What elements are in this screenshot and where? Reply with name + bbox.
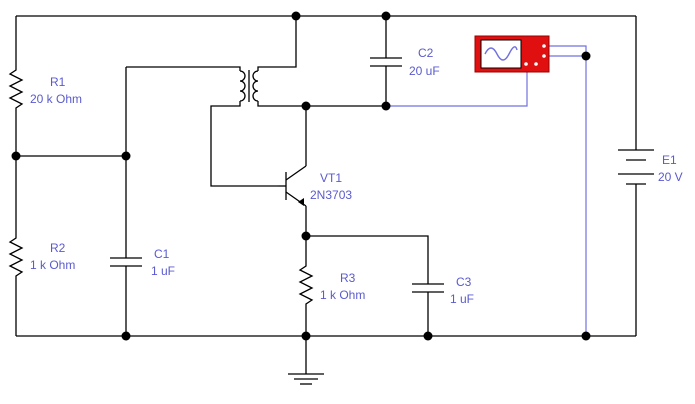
oscilloscope-screen — [480, 39, 522, 69]
oscilloscope-terminal-trigger[interactable] — [542, 54, 546, 58]
wire-secondary-top — [257, 16, 297, 71]
resistor-r2[interactable] — [8, 234, 24, 282]
label-c3-name: C3 — [456, 275, 472, 289]
label-r1-value: 20 k Ohm — [30, 92, 82, 106]
node — [381, 11, 391, 21]
label-r3-name: R3 — [340, 271, 356, 285]
node — [301, 331, 311, 341]
capacitor-c2[interactable] — [370, 57, 402, 67]
transistor-vt1[interactable] — [278, 165, 307, 207]
label-e1-value: 20 V — [658, 170, 683, 184]
node — [121, 331, 131, 341]
label-c3-value: 1 uF — [450, 292, 474, 306]
label-c1-name: C1 — [154, 247, 170, 261]
label-c1-value: 1 uF — [151, 264, 175, 278]
oscilloscope-terminal-b[interactable] — [534, 62, 538, 66]
resistor-r3[interactable] — [298, 262, 314, 310]
node — [291, 11, 301, 21]
node — [423, 331, 433, 341]
label-r2-name: R2 — [50, 241, 66, 255]
label-r3-value: 1 k Ohm — [320, 288, 365, 302]
resistor-r1[interactable] — [8, 66, 24, 112]
capacitor-c3[interactable] — [412, 283, 444, 293]
transistor-collector-lead — [285, 165, 307, 181]
node — [581, 331, 591, 341]
primary-winding — [239, 70, 246, 102]
wire-secondary-collector — [257, 101, 386, 107]
node — [121, 151, 131, 161]
label-r1-name: R1 — [50, 75, 66, 89]
oscilloscope-terminal-a[interactable] — [524, 62, 528, 66]
node — [301, 231, 311, 241]
oscilloscope-instrument[interactable] — [474, 35, 550, 73]
transistor-emitter-arrow — [298, 198, 304, 206]
label-c2-value: 20 uF — [409, 64, 440, 78]
node — [11, 151, 21, 161]
node — [581, 51, 591, 61]
node — [301, 101, 311, 111]
secondary-winding — [252, 70, 259, 102]
transformer[interactable] — [239, 70, 259, 102]
label-vt1-name: VT1 — [320, 171, 342, 185]
wire-c3-top — [306, 235, 429, 284]
ground-symbol — [288, 373, 324, 385]
label-c2-name: C2 — [418, 46, 434, 60]
battery-e1[interactable] — [618, 149, 654, 185]
oscilloscope-trace-icon — [484, 46, 518, 61]
wire-primary-base — [210, 101, 278, 187]
wire-primary-top — [126, 66, 241, 71]
junction-nodes — [11, 11, 591, 341]
probe-wire-ground — [544, 45, 587, 336]
label-vt1-model: 2N3703 — [310, 188, 352, 202]
capacitor-c1[interactable] — [110, 257, 142, 267]
node — [381, 101, 391, 111]
label-e1-name: E1 — [662, 153, 677, 167]
label-r2-value: 1 k Ohm — [30, 258, 75, 272]
oscilloscope-terminal-ground[interactable] — [542, 44, 546, 48]
